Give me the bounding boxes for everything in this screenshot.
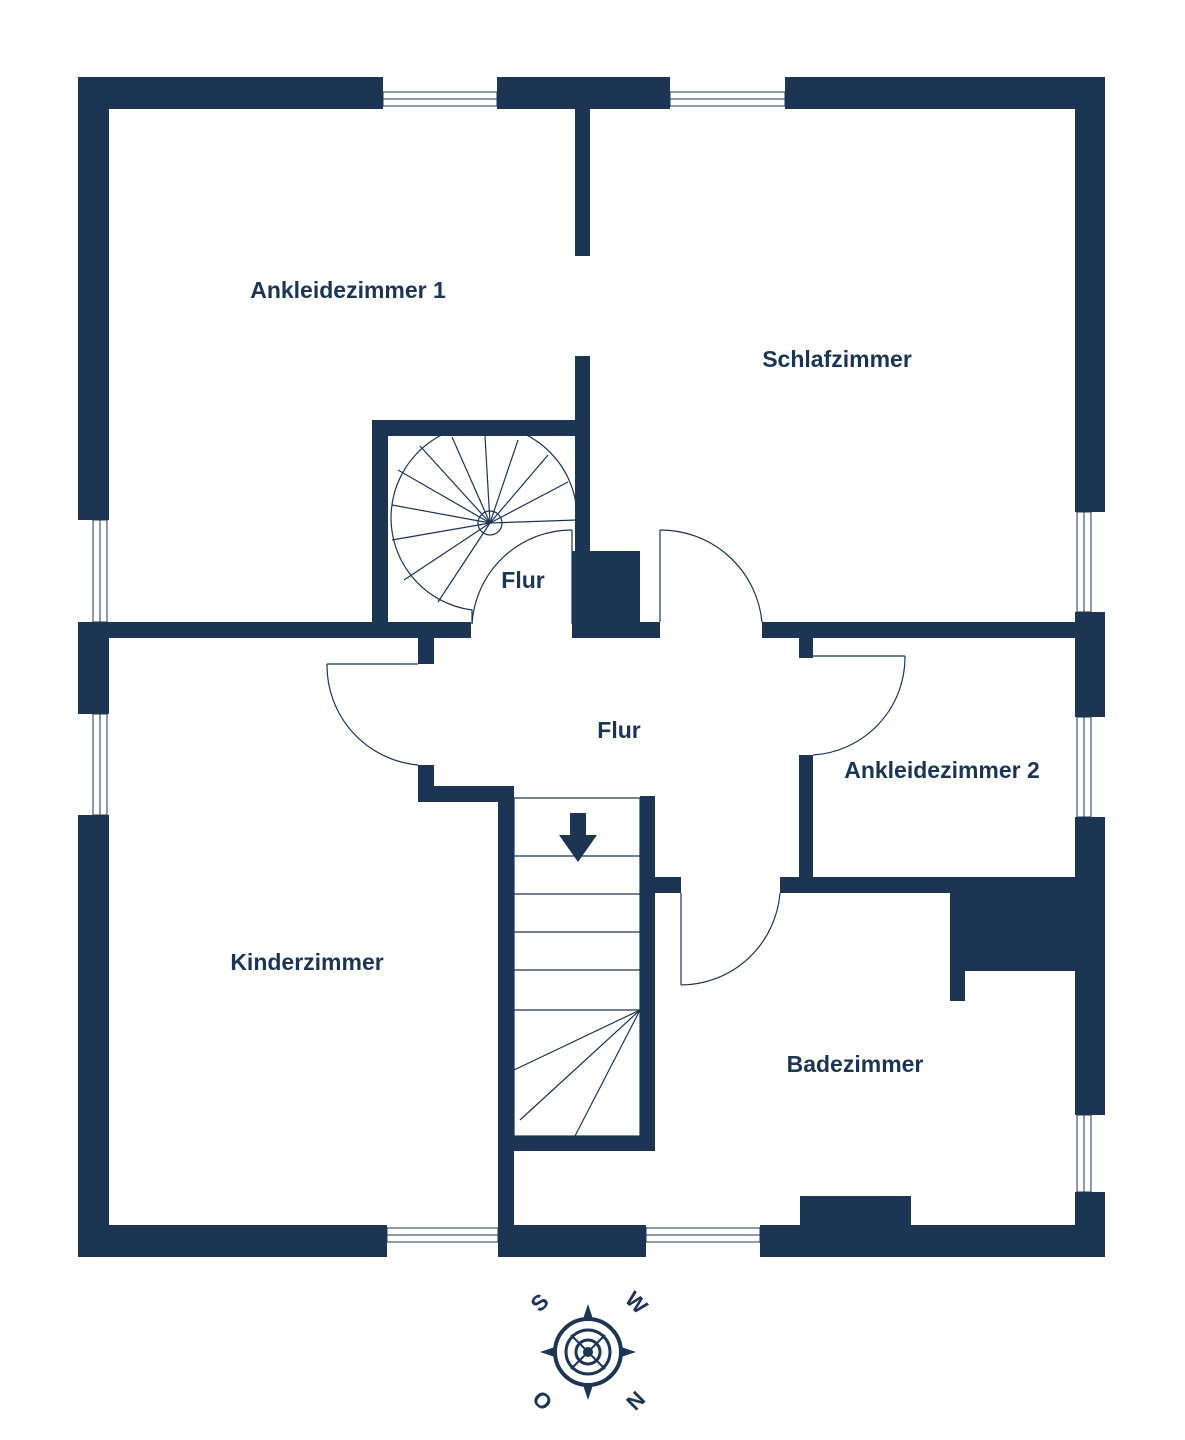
room-label-badezimmer: Badezimmer (787, 1051, 924, 1077)
compass-letter-o: O (527, 1386, 557, 1416)
spiral-staircase (390, 424, 578, 624)
compass-letter-w: W (620, 1286, 653, 1319)
room-label-ankleidezimmer-2: Ankleidezimmer 2 (844, 757, 1040, 783)
doors (326, 529, 906, 986)
room-label-schlafzimmer: Schlafzimmer (762, 346, 912, 372)
straight-staircase (513, 797, 641, 1137)
compass-rose-icon (540, 1304, 636, 1400)
room-label-kinderzimmer: Kinderzimmer (230, 949, 383, 975)
room-label-flur-upper: Flur (501, 567, 544, 593)
down-arrow-icon (559, 813, 597, 862)
compass-letter-n: N (621, 1386, 650, 1415)
outer-walls (78, 77, 1105, 1257)
compass-letter-s: S (526, 1289, 554, 1317)
interior-walls (109, 109, 1075, 1225)
room-label-flur-main: Flur (597, 717, 640, 743)
room-label-ankleidezimmer-1: Ankleidezimmer 1 (250, 277, 446, 303)
windows (92, 91, 1092, 1243)
